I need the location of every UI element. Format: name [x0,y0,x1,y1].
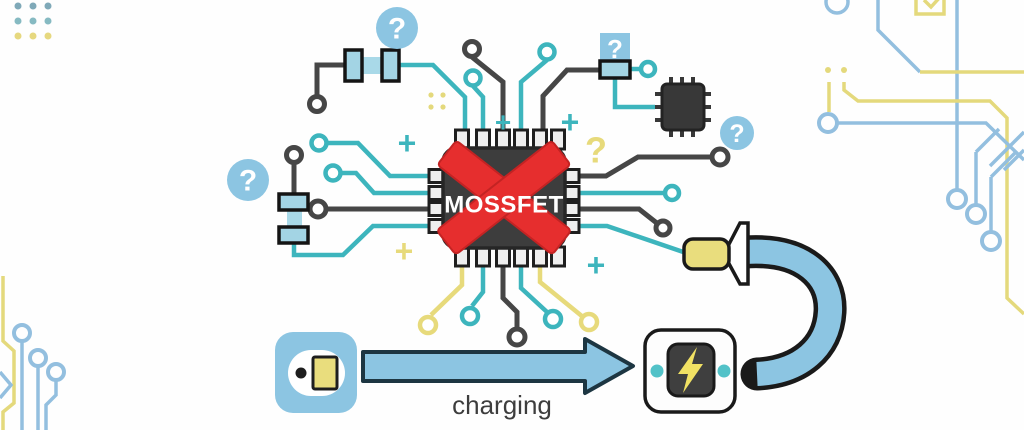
plus-mark: + [495,107,511,138]
plus-mark: + [398,125,417,161]
trace-terminal [542,308,564,330]
charging-arrow [361,337,635,395]
wall-outlet-icon [275,332,357,413]
ic-chip-icon [655,77,711,137]
trace-terminal [307,198,329,220]
trace-terminal [284,145,304,165]
question-bubble-left: ? [227,159,269,201]
circuit-trace [470,55,506,140]
outlet-switch [311,355,339,391]
trace-terminal [459,305,481,327]
chip-label: MOSSFET [444,192,564,219]
question-bubble-top: ? [376,7,418,49]
circuit-trace [470,264,486,308]
outlet-hole [295,367,307,379]
circuit-traces-right [575,59,731,259]
trace-terminal [463,68,483,88]
trace-terminal [506,326,528,348]
circuit-trace [575,154,712,179]
power-plug-icon [682,221,750,286]
circuit-trace [500,264,520,329]
trace-terminal [323,163,343,183]
circuit-trace [612,78,655,110]
port-screw [650,364,664,378]
mini-dot-grid-icon [428,92,446,110]
circuit-trace [341,170,433,196]
question-mark: ? [388,13,406,46]
circuit-trace [575,206,660,226]
circuit-trace [327,140,433,179]
corner-decoration-bottom-left [0,276,66,430]
lightning-bolt-icon [678,347,703,393]
question-mark: ? [607,34,623,64]
circuit-trace [429,264,465,317]
circuit-trace [518,264,549,314]
charging-cable [728,235,847,391]
trace-terminal [638,59,658,79]
circuit-trace [537,264,585,319]
circuit-trace [291,223,433,258]
trace-terminal [662,183,682,203]
plus-mark: + [561,104,580,140]
x-cross-icon [437,141,571,255]
lightning-port-icon [643,328,737,414]
trace-terminal [309,133,329,153]
capacitor-horizontal-icon [343,48,401,83]
trace-terminal [653,218,673,238]
question-mark-yellow: ? [585,130,607,171]
trace-terminal [578,311,600,333]
circuit-trace [471,84,486,140]
trace-terminal [537,42,557,62]
port-screw [717,364,731,378]
circuit-trace [575,223,696,259]
dot-grid-icon [14,2,52,40]
trace-terminal [307,94,327,114]
charging-label: charging [452,390,552,420]
circuit-traces-top [307,39,601,141]
question-bubble-right: ? [720,116,754,150]
plus-mark: + [395,233,414,269]
circuit-traces-bottom [417,264,600,348]
capacitor-vertical-icon [277,192,310,245]
question-mark: ? [239,165,257,198]
trace-terminal [462,39,482,59]
mosfet-chip-icon: MOSSFET [427,128,581,268]
circuit-trace [540,67,601,141]
trace-terminal [709,146,731,168]
question-mark: ? [729,120,744,148]
circuit-trace [518,58,549,140]
corner-decoration-top-right [817,0,1024,316]
trace-terminal [417,314,439,336]
resistor-component-icon: ? [598,33,632,80]
circuit-traces-left [284,133,433,258]
circuit-trace [314,62,345,96]
plus-mark: + [587,247,606,283]
circuit-trace [399,62,468,140]
